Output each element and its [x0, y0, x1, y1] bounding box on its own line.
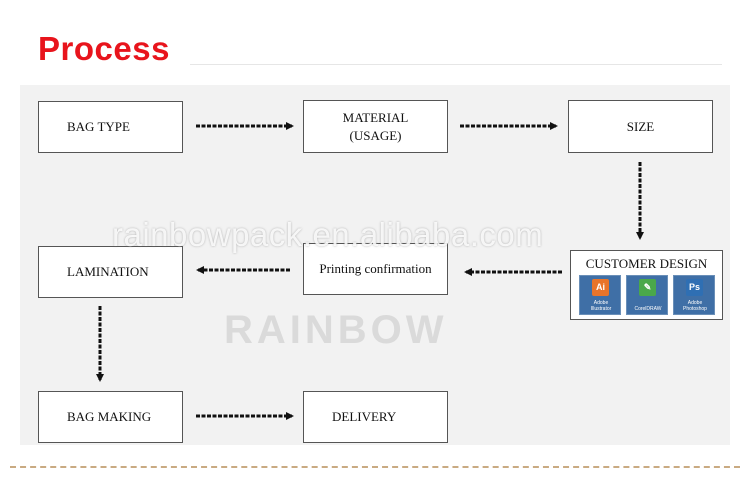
illustrator-glyph: Ai: [592, 279, 609, 296]
step-size-label: SIZE: [626, 118, 655, 134]
watermark-url: rainbowpack.en.alibaba.com: [112, 216, 544, 253]
step-material: MATERIAL (USAGE): [303, 100, 448, 153]
step-size: SIZE: [568, 100, 713, 153]
coreldraw-glyph: ✎: [639, 279, 656, 296]
coreldraw-caption: CorelDRAW: [634, 306, 662, 312]
step-printing-confirmation-label: Printing confirmation: [319, 261, 432, 277]
step-delivery: DELIVERY: [303, 391, 448, 443]
page-title: Process: [38, 30, 170, 67]
step-bag-making-label: BAG MAKING: [67, 409, 152, 425]
step-customer-design: CUSTOMER DESIGN Ai Adobe Illustrator ✎ C…: [570, 250, 723, 320]
watermark-brand: RAINBOW: [224, 308, 448, 352]
bottom-divider: [10, 466, 740, 468]
illustrator-caption: Adobe Illustrator: [590, 300, 612, 312]
step-bag-type-label: BAG TYPE: [67, 119, 130, 135]
step-lamination-label: LAMINATION: [67, 264, 149, 280]
step-bag-type: BAG TYPE: [38, 101, 183, 153]
step-bag-making: BAG MAKING: [38, 391, 183, 443]
step-printing-confirmation: Printing confirmation: [303, 243, 448, 295]
illustrator-icon: Ai Adobe Illustrator: [579, 275, 621, 315]
step-material-label: MATERIAL (USAGE): [342, 109, 409, 143]
step-delivery-label: DELIVERY: [332, 409, 397, 425]
photoshop-caption: Adobe Photoshop: [683, 300, 707, 312]
step-lamination: LAMINATION: [38, 246, 183, 298]
photoshop-glyph: Ps: [686, 279, 703, 296]
coreldraw-icon: ✎ CorelDRAW: [626, 275, 668, 315]
step-customer-design-label: CUSTOMER DESIGN: [585, 256, 708, 271]
photoshop-icon: Ps Adobe Photoshop: [673, 275, 715, 315]
title-rule: [190, 64, 722, 65]
